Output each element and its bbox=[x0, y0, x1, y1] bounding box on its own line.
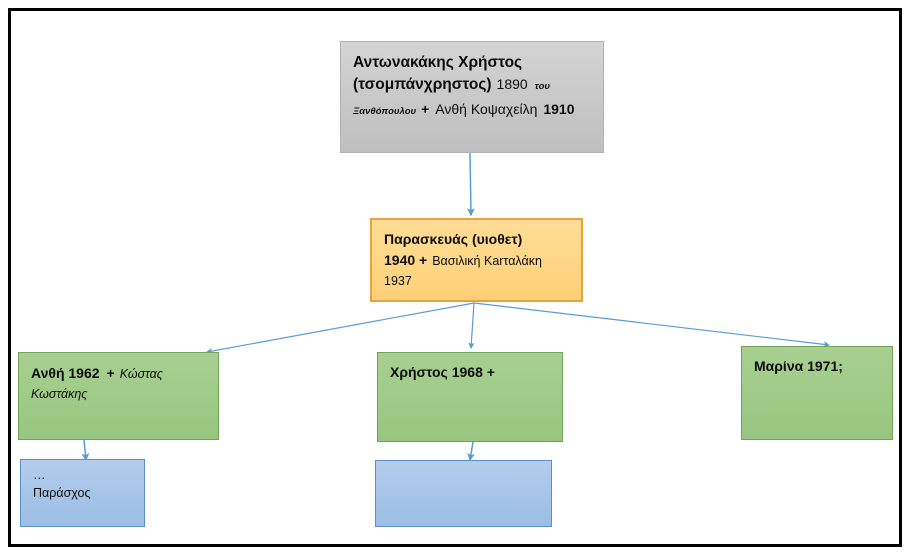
grandchild-left-name: Παράσχος bbox=[33, 485, 91, 500]
grandparents-union-plus: + bbox=[421, 100, 430, 117]
parent-spouse-name: Βασιλική Κarταλάκη bbox=[432, 253, 542, 268]
grandchild-left-ellipsis: … bbox=[33, 468, 46, 482]
child-left-line-1: Ανθή 1962 + Κώστας bbox=[31, 363, 206, 386]
grandparents-line-1: Αντωνακάκης Χρήστος bbox=[353, 54, 523, 71]
node-parent[interactable]: Παρασκευάς (υιοθετ) 1940 + Βασιλική Κarτα… bbox=[370, 218, 583, 302]
grandparents-nickname: (τσομπάνχρηστος) bbox=[353, 76, 492, 93]
parent-birth-year: 1940 + bbox=[384, 251, 428, 268]
grandparents-line-3: Ξανθόπουλου + Ανθή Κοψαχείλη 1910 bbox=[353, 99, 591, 122]
grandparents-patronymic-name: Ξανθόπουλου bbox=[353, 105, 417, 117]
child-left-union-plus: + bbox=[106, 365, 115, 381]
child-left-name-year: Ανθή 1962 bbox=[31, 365, 100, 381]
grandparents-spouse-name: Ανθή Κοψαχείλη bbox=[435, 100, 538, 117]
grandparents-birth-year: 1890 bbox=[496, 76, 528, 92]
node-child-right[interactable]: Μαρίνα 1971; bbox=[741, 346, 893, 440]
child-right-line-1: Μαρίνα 1971; bbox=[754, 358, 843, 374]
child-left-spouse-last-name: Κωστάκης bbox=[31, 386, 88, 401]
node-grandparents[interactable]: Αντωνακάκης Χρήστος (τσομπάνχρηστος)1890… bbox=[340, 41, 604, 153]
grandparents-patronymic-prefix: του bbox=[534, 81, 551, 92]
parent-line-1: Παρασκευάς (υιοθετ) bbox=[384, 231, 523, 247]
node-grandchild-left[interactable]: … Παράσχος bbox=[20, 459, 145, 527]
child-left-spouse-first-name: Κώστας bbox=[119, 367, 163, 381]
node-child-middle[interactable]: Χρήστος 1968 + bbox=[377, 352, 563, 442]
grandparents-marriage-year: 1910 bbox=[543, 100, 575, 117]
grandparents-line-2: (τσομπάνχρηστος)1890 του bbox=[353, 74, 591, 97]
parent-line-2: 1940 + Βασιλική Κarταλάκη bbox=[384, 250, 569, 273]
node-child-left[interactable]: Ανθή 1962 + Κώστας Κωστάκης bbox=[18, 352, 219, 440]
node-grandchild-middle[interactable] bbox=[375, 460, 552, 527]
parent-spouse-year: 1937 bbox=[384, 273, 412, 288]
child-middle-line-1: Χρήστος 1968 + bbox=[390, 364, 495, 380]
